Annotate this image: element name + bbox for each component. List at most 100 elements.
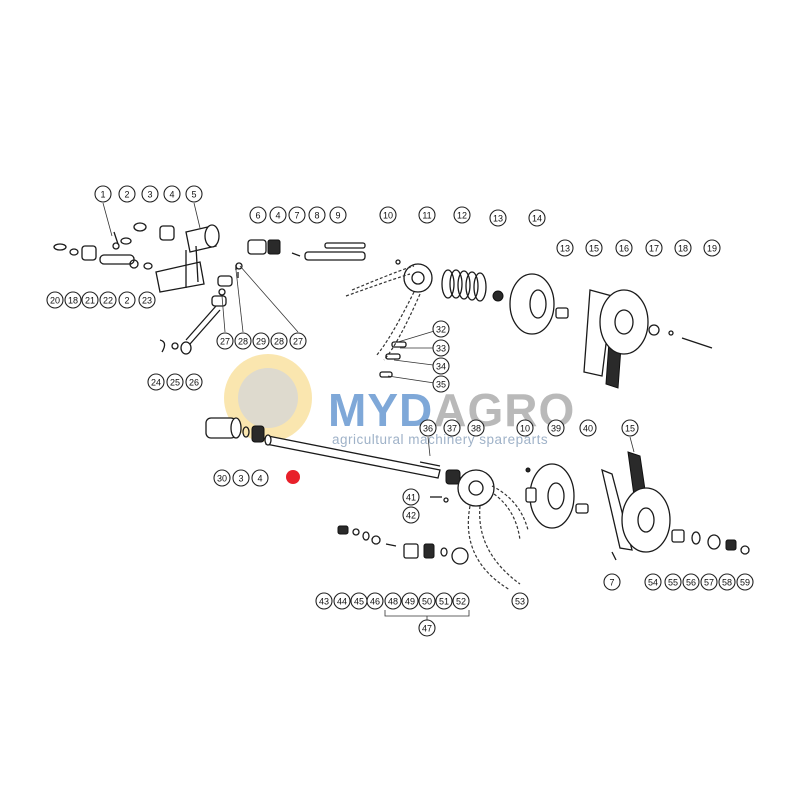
part-callout-15[interactable]: 15 xyxy=(585,239,603,257)
part-callout-10[interactable]: 10 xyxy=(379,206,397,224)
part-callout-4[interactable]: 4 xyxy=(163,185,181,203)
part-callout-38[interactable]: 38 xyxy=(467,419,485,437)
part-callout-54[interactable]: 54 xyxy=(644,573,662,591)
part-callout-51[interactable]: 51 xyxy=(435,592,453,610)
callout-circle xyxy=(528,209,546,227)
part-callout-33[interactable]: 33 xyxy=(432,339,450,357)
part-callout-25[interactable]: 25 xyxy=(166,373,184,391)
pulley-half-lower xyxy=(525,463,589,529)
part-callout-7[interactable]: 7 xyxy=(603,573,621,591)
part-callout-50[interactable]: 50 xyxy=(418,592,436,610)
part-callout-42[interactable]: 42 xyxy=(402,506,420,524)
callout-circle xyxy=(418,592,436,610)
part-callout-2[interactable]: 2 xyxy=(118,291,136,309)
part-callout-13[interactable]: 13 xyxy=(556,239,574,257)
callout-label: 35 xyxy=(436,380,446,390)
callout-circle xyxy=(443,419,461,437)
callout-circle xyxy=(435,592,453,610)
part-callout-58[interactable]: 58 xyxy=(718,573,736,591)
part-callout-29[interactable]: 29 xyxy=(252,332,270,350)
part-callout-23[interactable]: 23 xyxy=(138,291,156,309)
callout-circle xyxy=(432,339,450,357)
main-shaft xyxy=(264,434,441,479)
part-callout-46[interactable]: 46 xyxy=(366,592,384,610)
part-callout-16[interactable]: 16 xyxy=(615,239,633,257)
part-callout-59[interactable]: 59 xyxy=(736,573,754,591)
part-callout-28[interactable]: 28 xyxy=(234,332,252,350)
watermark-tagline: agricultural machinery spareparts xyxy=(332,432,548,447)
part-callout-10[interactable]: 10 xyxy=(516,419,534,437)
part-callout-27[interactable]: 27 xyxy=(289,332,307,350)
callout-circle xyxy=(603,573,621,591)
callout-circle xyxy=(252,332,270,350)
callout-label: 18 xyxy=(68,296,78,306)
callout-circle xyxy=(141,185,159,203)
part-callout-7[interactable]: 7 xyxy=(288,206,306,224)
part-callout-1[interactable]: 1 xyxy=(94,185,112,203)
part-callout-55[interactable]: 55 xyxy=(664,573,682,591)
part-callout-40[interactable]: 40 xyxy=(579,419,597,437)
part-callout-8[interactable]: 8 xyxy=(308,206,326,224)
callout-label: 12 xyxy=(457,211,467,221)
part-callout-30[interactable]: 30 xyxy=(213,469,231,487)
part-callout-48[interactable]: 48 xyxy=(384,592,402,610)
callout-circle xyxy=(232,469,250,487)
part-callout-49[interactable]: 49 xyxy=(401,592,419,610)
callout-circle xyxy=(94,185,112,203)
part-callout-41[interactable]: 41 xyxy=(402,488,420,506)
part-callout-56[interactable]: 56 xyxy=(682,573,700,591)
callout-circle xyxy=(329,206,347,224)
part-callout-28[interactable]: 28 xyxy=(270,332,288,350)
part-callout-43[interactable]: 43 xyxy=(315,592,333,610)
part-callout-37[interactable]: 37 xyxy=(443,419,461,437)
callout-circle xyxy=(118,185,136,203)
callout-circle xyxy=(402,506,420,524)
part-callout-2[interactable]: 2 xyxy=(118,185,136,203)
part-callout-34[interactable]: 34 xyxy=(432,357,450,375)
callout-circle xyxy=(432,320,450,338)
callout-circle xyxy=(511,592,529,610)
callout-label: 49 xyxy=(405,597,415,607)
part-callout-5[interactable]: 5 xyxy=(185,185,203,203)
part-callout-26[interactable]: 26 xyxy=(185,373,203,391)
part-callout-35[interactable]: 35 xyxy=(432,375,450,393)
part-callout-39[interactable]: 39 xyxy=(547,419,565,437)
part-callout-57[interactable]: 57 xyxy=(700,573,718,591)
part-callout-22[interactable]: 22 xyxy=(99,291,117,309)
part-callout-24[interactable]: 24 xyxy=(147,373,165,391)
part-callout-4[interactable]: 4 xyxy=(251,469,269,487)
callout-label: 17 xyxy=(649,244,659,254)
callout-label: 18 xyxy=(678,244,688,254)
part-callout-12[interactable]: 12 xyxy=(453,206,471,224)
callout-label: 43 xyxy=(319,597,329,607)
part-callout-3[interactable]: 3 xyxy=(141,185,159,203)
part-callout-20[interactable]: 20 xyxy=(46,291,64,309)
part-callout-47[interactable]: 47 xyxy=(418,619,436,637)
part-callout-9[interactable]: 9 xyxy=(329,206,347,224)
part-callout-19[interactable]: 19 xyxy=(703,239,721,257)
part-callout-44[interactable]: 44 xyxy=(333,592,351,610)
callout-label: 48 xyxy=(388,597,398,607)
part-callout-36[interactable]: 36 xyxy=(419,419,437,437)
part-callout-15[interactable]: 15 xyxy=(621,419,639,437)
part-callout-18[interactable]: 18 xyxy=(64,291,82,309)
part-callout-18[interactable]: 18 xyxy=(674,239,692,257)
part-callout-21[interactable]: 21 xyxy=(81,291,99,309)
callout-label: 13 xyxy=(560,244,570,254)
part-callout-13[interactable]: 13 xyxy=(489,209,507,227)
part-callout-45[interactable]: 45 xyxy=(350,592,368,610)
callout-label: 16 xyxy=(619,244,629,254)
callout-circle xyxy=(736,573,754,591)
part-callout-17[interactable]: 17 xyxy=(645,239,663,257)
selected-part-marker[interactable] xyxy=(286,470,300,484)
part-callout-52[interactable]: 52 xyxy=(452,592,470,610)
part-callout-32[interactable]: 32 xyxy=(432,320,450,338)
part-callout-4[interactable]: 4 xyxy=(269,206,287,224)
part-callout-53[interactable]: 53 xyxy=(511,592,529,610)
part-callout-3[interactable]: 3 xyxy=(232,469,250,487)
part-callout-27[interactable]: 27 xyxy=(216,332,234,350)
part-callout-6[interactable]: 6 xyxy=(249,206,267,224)
part-callout-11[interactable]: 11 xyxy=(418,206,436,224)
part-callout-14[interactable]: 14 xyxy=(528,209,546,227)
